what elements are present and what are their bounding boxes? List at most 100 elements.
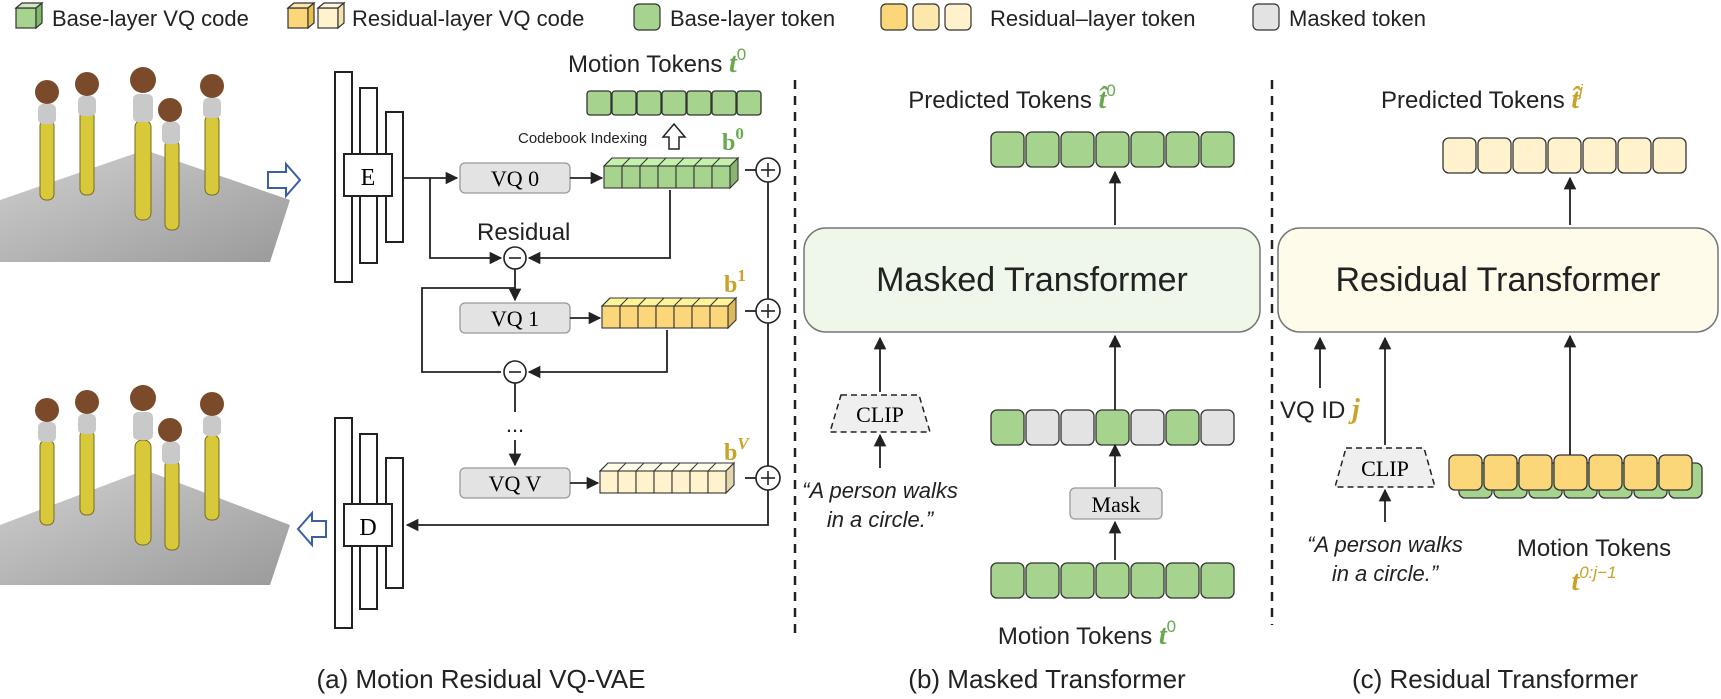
code-cube-edge <box>621 157 631 167</box>
output-arrow-icon <box>296 510 327 548</box>
motion-token-a <box>636 90 662 116</box>
motion-token-a <box>686 90 712 116</box>
masked-token-b <box>1060 409 1095 446</box>
codebook-up-arrow-icon <box>661 122 687 150</box>
motion-token-b <box>990 562 1025 599</box>
code-cube-edge <box>671 462 681 472</box>
code-cube-edge <box>639 157 649 167</box>
motion-token-c-residual <box>1658 454 1693 491</box>
code-cube <box>653 470 673 494</box>
b0-label: b0 <box>722 124 744 156</box>
masked-token-b <box>990 409 1025 446</box>
code-cube <box>709 305 729 329</box>
code-cube <box>655 305 675 329</box>
residual-transformer-connectors <box>1313 176 1577 522</box>
code-cube <box>707 470 727 494</box>
legend-base-code-icon <box>14 1 44 30</box>
code-cube <box>619 305 639 329</box>
residual-transformer-block <box>1277 227 1719 333</box>
vq1-label: VQ 1 <box>491 306 539 331</box>
predicted-token-c <box>1442 137 1477 174</box>
masked-token-b <box>1025 409 1060 446</box>
predicted-tokens-row-c <box>1442 137 1687 174</box>
clip-label-c: CLIP <box>1361 456 1409 481</box>
code-cube-top <box>602 157 740 167</box>
predicted-token-b <box>990 131 1025 168</box>
motion-token-c-residual <box>1553 454 1588 491</box>
code-row-bv <box>598 461 736 495</box>
masked-token-b <box>1130 409 1165 446</box>
vqvae-connectors <box>403 169 769 532</box>
bv-label: bV <box>724 434 750 466</box>
clip-box-b <box>828 394 932 433</box>
masked-token-b <box>1165 409 1200 446</box>
decoder-block: D <box>334 417 404 629</box>
code-cube <box>673 305 693 329</box>
legend-residual-token-icon <box>880 3 972 31</box>
predicted-token-c <box>1617 137 1652 174</box>
motion-token-c-residual <box>1448 454 1483 491</box>
clip-label-b: CLIP <box>856 402 904 427</box>
code-cube <box>603 165 623 189</box>
predicted-token-b <box>1200 131 1235 168</box>
legend-residual-code-icon <box>286 1 346 30</box>
motion-token-b <box>1025 562 1060 599</box>
code-cube <box>693 165 713 189</box>
vq0-label: VQ 0 <box>491 166 539 191</box>
predicted-token-b <box>1060 131 1095 168</box>
predicted-token-b <box>1025 131 1060 168</box>
predicted-token-c <box>1477 137 1512 174</box>
vq-dots: ... <box>506 412 524 437</box>
residual-label: Residual <box>477 219 570 246</box>
vqv-label: VQ V <box>489 471 542 496</box>
code-cube-edge <box>601 297 611 307</box>
panel-b: Predicted Tokens t̂0 Masked Transformer … <box>802 81 1261 694</box>
motion-token-b <box>1095 562 1130 599</box>
plus-node-0 <box>755 157 781 183</box>
code-cube-top <box>600 297 738 307</box>
motion-token-c-residual <box>1623 454 1658 491</box>
legend-base-code-label: Base-layer VQ code <box>52 6 249 31</box>
code-cube <box>601 305 621 329</box>
code-cube-edge <box>619 297 629 307</box>
predicted-token-c <box>1652 137 1687 174</box>
masked-transformer-label: Masked Transformer <box>876 261 1188 299</box>
text-prompt-c-line1: “A person walks <box>1307 532 1463 557</box>
code-cube-edge <box>707 462 717 472</box>
input-arrow-icon <box>267 161 302 199</box>
vq-id-label: VQ ID j <box>1280 394 1360 425</box>
code-cube-edge <box>691 297 701 307</box>
code-cube <box>637 305 657 329</box>
predicted-token-c <box>1512 137 1547 174</box>
predicted-token-b <box>1165 131 1200 168</box>
code-cube-edge <box>673 297 683 307</box>
code-cube-top <box>598 462 736 472</box>
mask-label: Mask <box>1092 492 1141 517</box>
motion-token-a <box>736 90 762 116</box>
code-cube <box>599 470 619 494</box>
caption-c: (c) Residual Transformer <box>1352 664 1638 694</box>
masked-transformer-block <box>803 227 1261 333</box>
mask-box <box>1069 487 1163 520</box>
plus-node-1 <box>755 298 781 324</box>
codebook-indexing-label: Codebook Indexing <box>518 130 647 147</box>
minus-node-2 <box>503 360 527 384</box>
code-cube <box>671 470 691 494</box>
text-prompt-c-line2: in a circle.” <box>1332 561 1440 586</box>
motion-tokens-row-a <box>586 90 762 116</box>
code-cube <box>635 470 655 494</box>
code-cube-edge <box>653 462 663 472</box>
legend-residual-token-label: Residual–layer token <box>990 6 1195 31</box>
code-row-b0 <box>602 156 740 190</box>
motion-token-c-residual <box>1483 454 1518 491</box>
plus-node-v <box>755 465 781 491</box>
code-cube-edge <box>603 157 613 167</box>
motion-tokens-label-a: Motion Tokens t0 <box>568 45 746 79</box>
motion-image-output <box>0 385 290 585</box>
text-prompt-b-line1: “A person walks <box>802 478 958 503</box>
motion-token-a <box>711 90 737 116</box>
legend-residual-code-label: Residual-layer VQ code <box>352 6 584 31</box>
code-cube-edge <box>657 157 667 167</box>
motion-token-b <box>1130 562 1165 599</box>
